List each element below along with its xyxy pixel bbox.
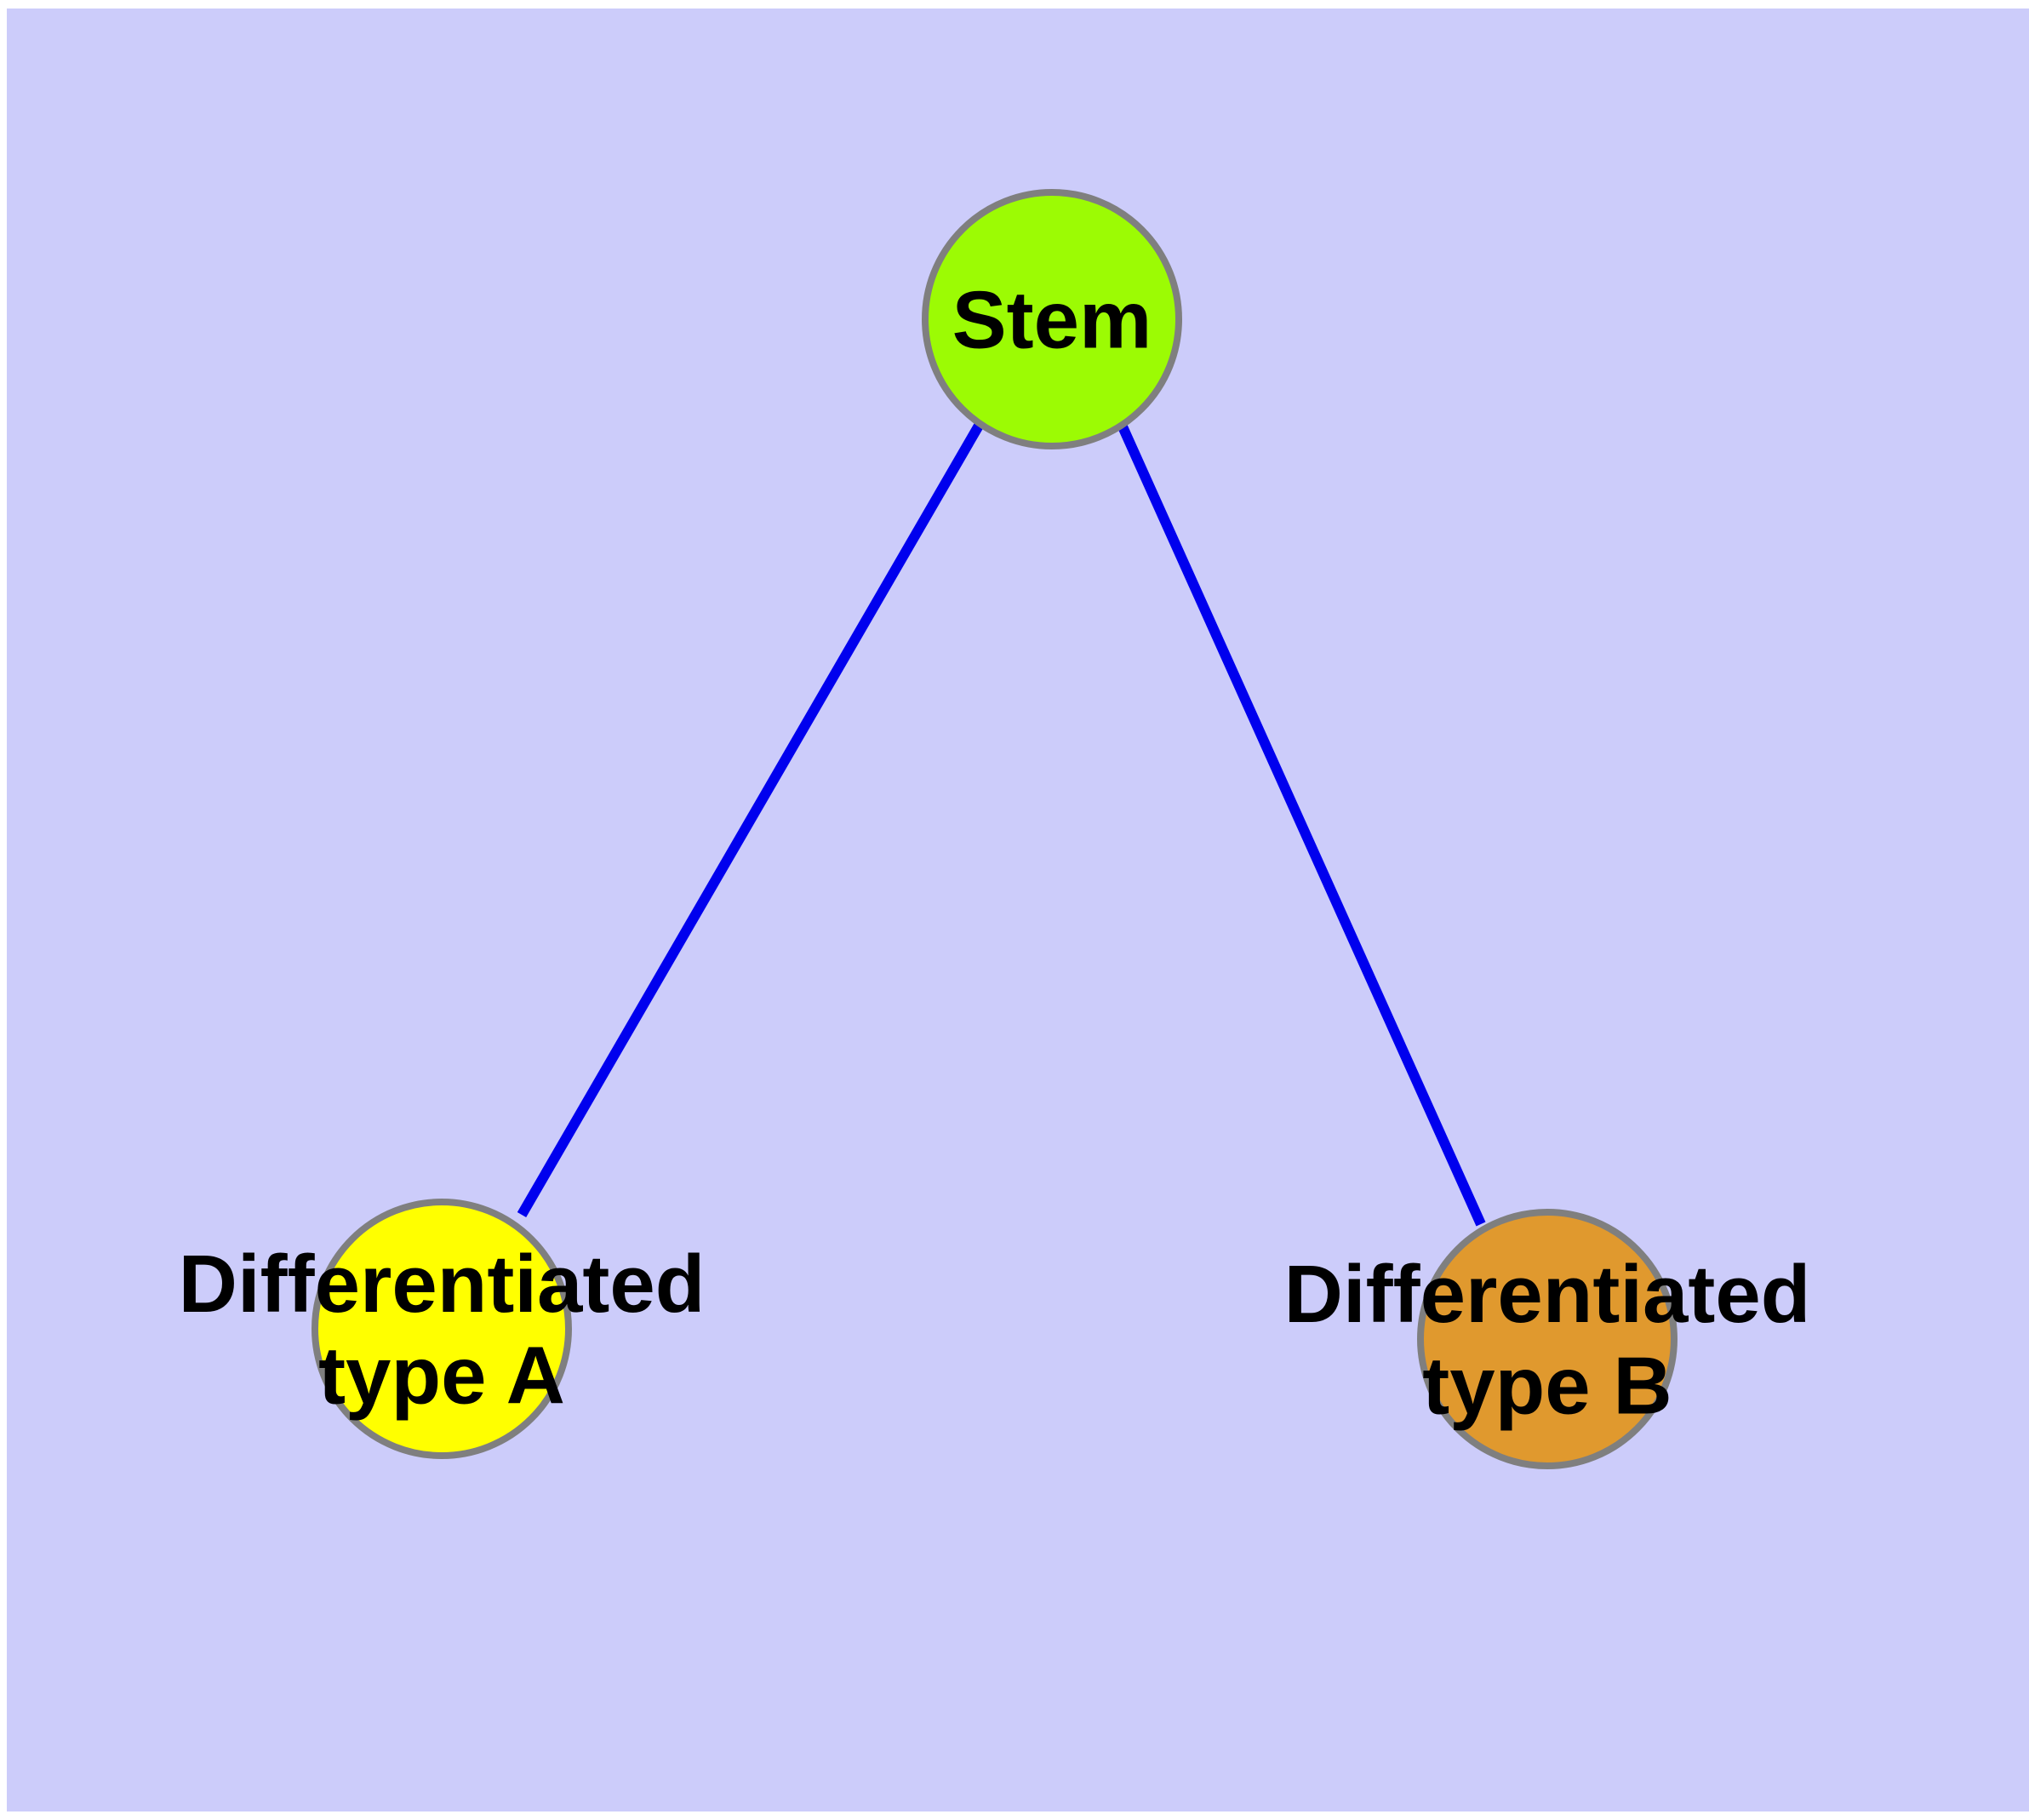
nodes-layer bbox=[311, 189, 1677, 1469]
node-stem-label: Stem bbox=[952, 275, 1152, 366]
node-label-line: Stem bbox=[952, 275, 1152, 366]
edge-stem-to-differentiated-type-b[interactable] bbox=[1117, 422, 1486, 1227]
node-label-line: Differentiated bbox=[179, 1239, 706, 1330]
edges-layer bbox=[517, 422, 1486, 1227]
edge-stem-to-differentiated-type-a[interactable] bbox=[517, 422, 984, 1218]
node-differentiated-type-b-circle[interactable] bbox=[1417, 1209, 1677, 1469]
node-label-line: type B bbox=[1422, 1340, 1672, 1431]
node-label-line: Differentiated bbox=[1284, 1249, 1811, 1340]
node-label-line: type A bbox=[318, 1330, 565, 1421]
node-stem-circle[interactable] bbox=[922, 189, 1182, 449]
node-differentiated-type-a-circle[interactable] bbox=[311, 1199, 572, 1459]
